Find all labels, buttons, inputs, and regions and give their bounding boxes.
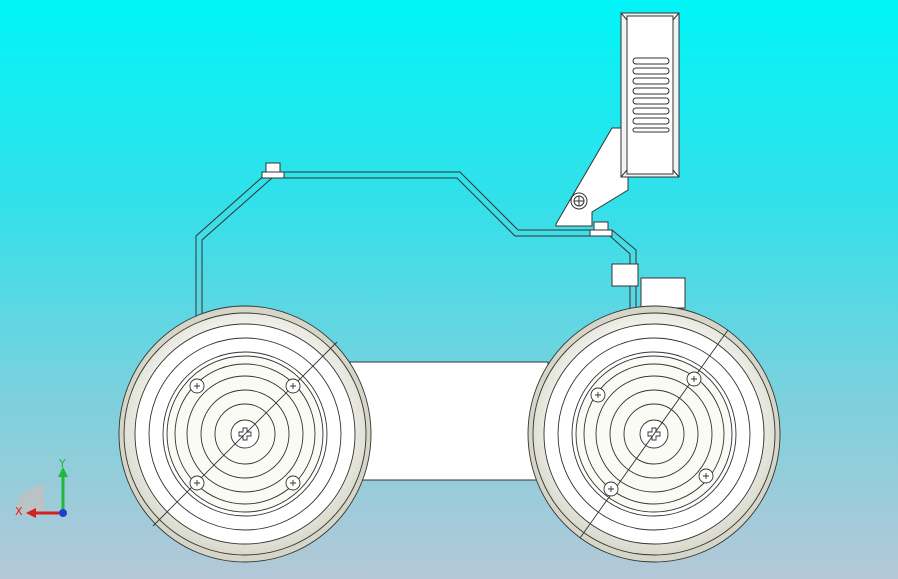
z-axis-dot bbox=[59, 509, 67, 517]
left-wheel[interactable] bbox=[118, 305, 372, 563]
right-wheel[interactable] bbox=[527, 305, 781, 563]
triad-x-label: X bbox=[15, 505, 23, 518]
chassis-body[interactable] bbox=[349, 361, 549, 481]
motor-block[interactable] bbox=[611, 263, 686, 309]
triad-xy-plane bbox=[14, 485, 44, 515]
wheel-bolts bbox=[590, 371, 714, 497]
wheel-bolts bbox=[189, 378, 301, 491]
sensor-vent-slots bbox=[632, 57, 670, 133]
bent-rod-frame[interactable] bbox=[195, 162, 637, 318]
sensor-module[interactable] bbox=[620, 12, 680, 178]
triad-y-label: Y bbox=[58, 457, 66, 470]
wheel-center-screw-icon bbox=[238, 427, 252, 441]
axis-triad[interactable]: Y X bbox=[14, 455, 84, 525]
wheel-center-screw-icon bbox=[647, 427, 661, 441]
mount-bracket[interactable] bbox=[555, 127, 629, 227]
